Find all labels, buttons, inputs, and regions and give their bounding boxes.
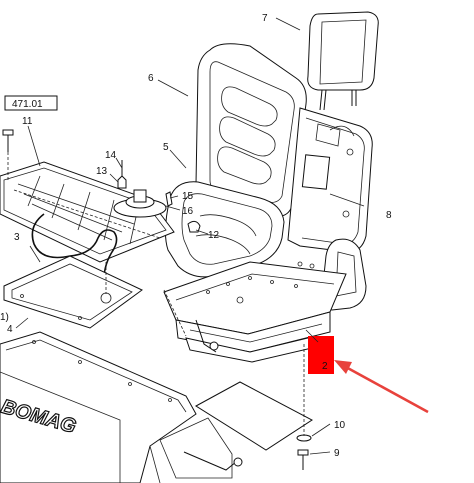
back-panel [287, 107, 373, 253]
reference-box [4, 95, 58, 111]
knob-assembly [113, 160, 201, 233]
callout-3: 3 [14, 232, 20, 243]
reference-number: 471.01 [12, 99, 43, 110]
seat-cushion [164, 181, 285, 278]
cable [31, 213, 118, 291]
machine-body [0, 331, 197, 483]
callout-1: 1) [0, 312, 9, 323]
callout-13: 13 [96, 166, 108, 177]
callout-11: 11 [22, 116, 33, 127]
mounting-bracket [159, 381, 313, 479]
callout-16: 16 [182, 206, 194, 217]
callout-12: 12 [208, 230, 220, 241]
base-plate [3, 255, 143, 329]
callout-5: 5 [163, 142, 169, 153]
console-grille [0, 161, 175, 263]
callout-4: 4 [7, 324, 13, 335]
callout-7: 7 [262, 13, 268, 24]
callout-6: 6 [148, 73, 154, 84]
callout-14: 14 [105, 150, 117, 161]
headrest [307, 11, 379, 111]
bolt-left [2, 129, 14, 152]
highlight-box [308, 336, 334, 374]
callout-2: 2 [322, 361, 328, 372]
pointer-arrow [334, 360, 429, 414]
callout-10: 10 [334, 420, 346, 431]
callout-15: 15 [182, 191, 194, 202]
alignment-line [163, 289, 187, 337]
leader-lines [15, 17, 365, 455]
seat-suspension [163, 261, 347, 363]
callout-9: 9 [334, 448, 340, 459]
bolt-9 [297, 449, 309, 470]
callout-8: 8 [386, 210, 392, 221]
